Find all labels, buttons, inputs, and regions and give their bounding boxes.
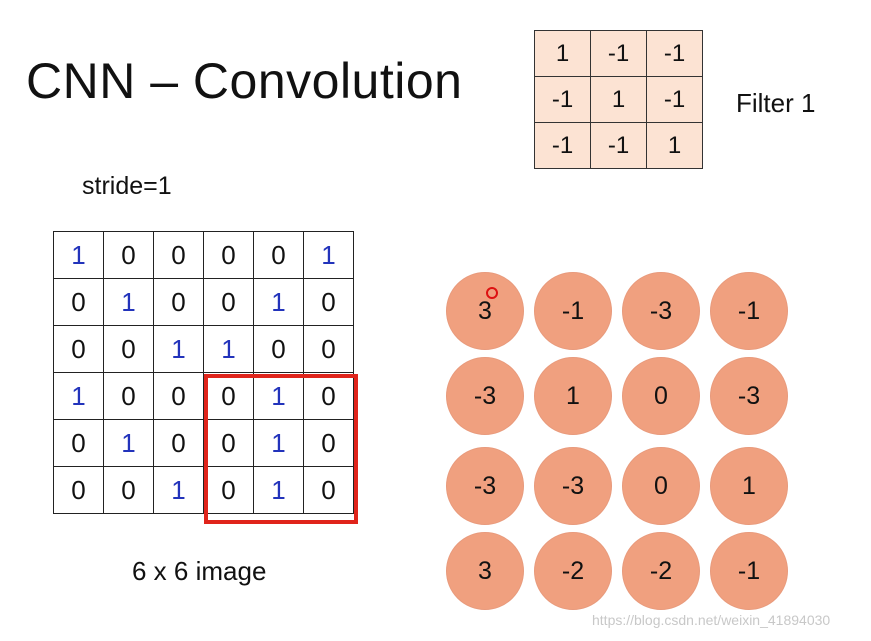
filter-cell: -1 [534,122,591,169]
feature-map-value: -3 [534,447,612,525]
image-cell: 0 [53,466,104,514]
image-cell: 1 [53,372,104,420]
receptive-field-highlight [204,374,358,524]
image-cell: 1 [103,419,154,467]
image-cell: 0 [103,372,154,420]
image-cell: 1 [153,466,204,514]
filter-cell: -1 [534,76,591,123]
image-cell: 1 [53,231,104,279]
feature-map-value: -2 [622,532,700,610]
image-cell: 1 [203,325,254,373]
image-cell: 0 [153,372,204,420]
feature-map-value: -3 [446,357,524,435]
feature-map-value: 0 [622,447,700,525]
feature-map-value: -3 [710,357,788,435]
image-cell: 0 [303,419,354,467]
image-cell: 0 [153,278,204,326]
filter-cell: -1 [646,76,703,123]
feature-map-value: 1 [534,357,612,435]
image-cell: 0 [203,278,254,326]
stride-label: stride=1 [82,172,172,200]
feature-map-value: 3 [446,532,524,610]
feature-map-value: -1 [534,272,612,350]
pointer-marker-icon [486,287,498,299]
filter-cell: -1 [590,122,647,169]
filter-cell: -1 [590,30,647,77]
image-cell: 0 [53,325,104,373]
image-cell: 0 [53,419,104,467]
filter-cell: -1 [646,30,703,77]
image-label: 6 x 6 image [132,556,267,586]
filter-label: Filter 1 [736,88,816,118]
image-cell: 1 [253,466,304,514]
feature-map-value: -1 [710,532,788,610]
image-cell: 0 [303,466,354,514]
image-cell: 0 [253,325,304,373]
image-cell: 0 [53,278,104,326]
image-cell: 0 [303,372,354,420]
image-cell: 0 [303,325,354,373]
image-cell: 0 [103,325,154,373]
feature-map-value: 3 [446,272,524,350]
feature-map-value: -3 [446,447,524,525]
watermark: https://blog.csdn.net/weixin_41894030 [592,612,831,628]
image-matrix: 1 0 0 0 0 1 0 1 0 0 1 0 0 0 1 1 0 0 1 0 … [53,231,354,514]
image-cell: 0 [153,231,204,279]
image-cell: 1 [253,278,304,326]
image-cell: 0 [103,466,154,514]
image-cell: 0 [153,419,204,467]
image-cell: 0 [103,231,154,279]
feature-map-value: 1 [710,447,788,525]
feature-map-value: -1 [710,272,788,350]
filter-cell: 1 [534,30,591,77]
image-cell: 0 [203,466,254,514]
image-cell: 1 [303,231,354,279]
filter-cell: 1 [590,76,647,123]
feature-map-value: -2 [534,532,612,610]
slide-title: CNN – Convolution [26,53,463,109]
filter-matrix: 1 -1 -1 -1 1 -1 -1 -1 1 [534,30,703,169]
feature-map-value: -3 [622,272,700,350]
image-cell: 0 [203,231,254,279]
feature-map-value: 0 [622,357,700,435]
filter-cell: 1 [646,122,703,169]
image-cell: 0 [303,278,354,326]
image-cell: 1 [103,278,154,326]
image-cell: 0 [253,231,304,279]
image-cell: 1 [153,325,204,373]
